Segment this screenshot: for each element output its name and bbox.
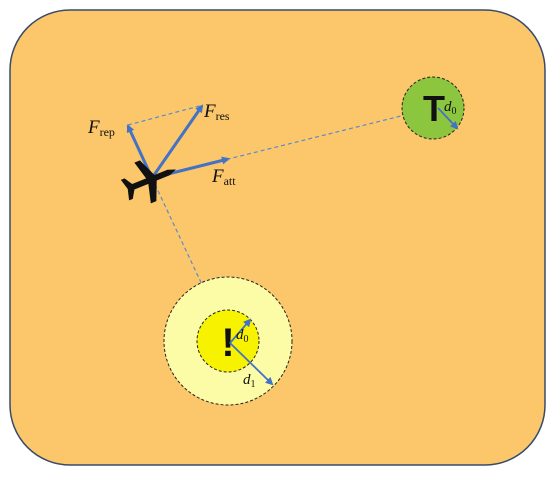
- workspace-background: [9, 9, 546, 466]
- target-radius-vector: [437, 107, 459, 130]
- obstacle-outer-radius-label: d1: [243, 372, 256, 390]
- target-symbol: T: [423, 88, 445, 129]
- aircraft-to-target-line: [151, 107, 434, 179]
- obstacle-inner-radius-vector: [229, 318, 252, 344]
- target-zone: T d0: [401, 76, 465, 140]
- obstacle-outer-radius-vector: [229, 342, 274, 386]
- airplane-shape: [120, 160, 176, 204]
- force-parallelogram-line: [127, 104, 204, 126]
- resultant-force-vector: [150, 104, 204, 179]
- target-radius-label: d0: [444, 99, 457, 117]
- resultant-force-label: Fres: [203, 101, 230, 123]
- obstacle-symbol: !: [221, 321, 234, 365]
- attractive-force-label: Fatt: [211, 166, 236, 188]
- target-circle: [401, 76, 465, 140]
- obstacle-zone: ! d0 d1: [163, 276, 293, 406]
- airplane-icon: [120, 160, 176, 204]
- repulsive-force-label: Frep: [87, 117, 115, 139]
- obstacle-inner-radius-label: d0: [236, 327, 249, 345]
